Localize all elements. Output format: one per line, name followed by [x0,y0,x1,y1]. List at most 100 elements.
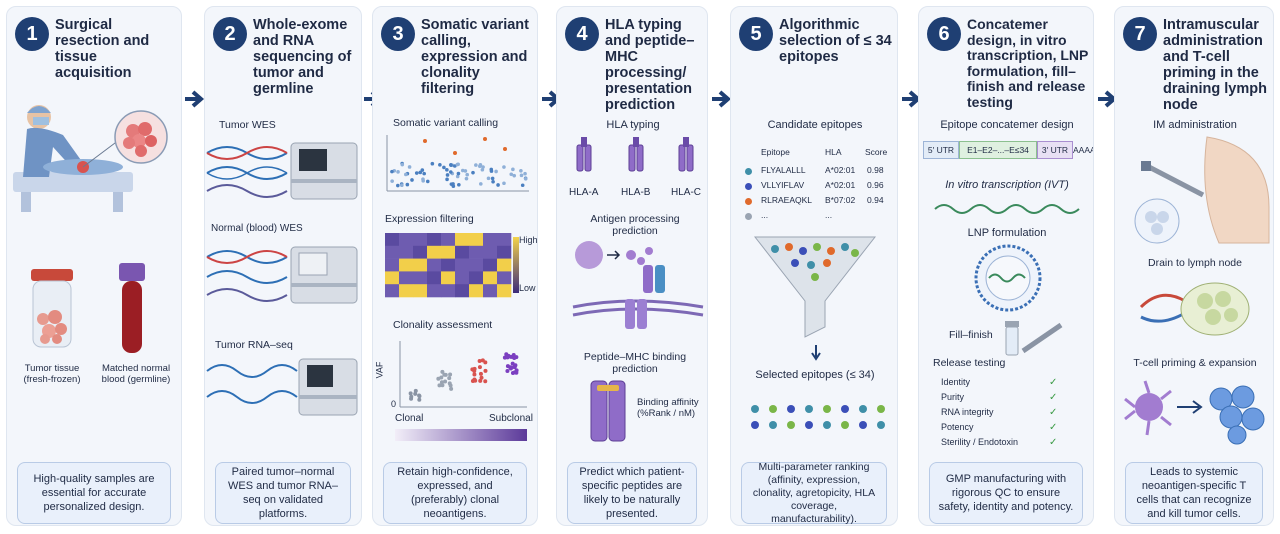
checkmark-icon: ✓ [1049,377,1058,388]
clonality-point [508,354,513,359]
scatter-point [479,182,483,186]
clonality-point [439,380,444,385]
hla-molecules-icon [576,137,694,172]
heatmap-cell [385,258,400,272]
scatter-point [410,178,414,182]
heatmap-cell [497,271,512,285]
heatmap-cell [413,245,428,259]
clonality-point [508,366,513,371]
variant-scatter-plot [386,135,529,192]
clonal-label: Clonal [395,413,424,424]
checkmark-icon: ✓ [1049,392,1058,403]
heatmap-legend [513,237,519,293]
surgeon-illustration [13,105,168,212]
step-number: 4 [565,17,599,51]
heatmap-cell [469,245,484,259]
expression-heatmap [385,233,512,298]
scatter-point [390,179,394,183]
scatter-point [457,182,461,187]
polya-label: AAAA [1073,145,1094,155]
vaf-axis-label: VAF [374,361,385,379]
step-summary: Multi-parameter ranking (affinity, expre… [741,461,887,525]
step-number: 3 [381,17,415,51]
heatmap-cell [427,271,442,285]
clonality-point [447,381,452,386]
scatter-point [519,173,524,178]
checkmark-icon: ✓ [1049,407,1058,418]
table-cell-epitope: VLLYIFLAV [761,180,805,190]
release-test-item: Potency✓ [941,422,1081,436]
heatmap-cell [385,233,400,247]
legend-low-label: Low [519,283,536,293]
table-cell-hla: B*07:02 [825,195,856,205]
dna-sequencer-icon [206,246,358,304]
clonality-point [505,364,510,369]
utr5-box: 5′ UTR [923,141,959,159]
heatmap-cell [399,245,414,259]
clonality-point [436,376,441,381]
heatmap-cell [413,271,428,285]
scatter-point [407,165,412,169]
scatter-point [471,170,475,175]
clonality-point [408,391,413,396]
step-number: 6 [927,17,961,51]
scatter-point [502,165,506,169]
heatmap-cell [385,245,400,259]
binding-prediction-label: Peptide–MHC binding prediction [583,351,687,375]
release-test-label: Identity [941,377,971,387]
clonality-point [510,361,515,366]
concatemer-design-label: Epitope concatemer design [940,119,1074,131]
scatter-point [523,177,528,181]
clonality-point [472,372,477,377]
heatmap-cell [455,245,470,259]
scatter-point [494,169,498,174]
heatmap-cell [497,284,512,298]
heatmap-cell [483,245,498,259]
clonality-point [483,360,488,365]
legend-high-label: High [519,235,538,245]
scatter-point [489,169,494,173]
step-title: Surgical resection and tissue acquisitio… [55,17,150,81]
variant-calling-label: Somatic variant calling [393,117,499,129]
antigen-processing-icon [572,241,704,329]
scatter-point [400,162,405,167]
vaf-zero-label: 0 [391,399,397,409]
step-5-panel: 5 Algorithmic selection of ≤ 34 epitopes… [730,6,898,526]
highlight-point [503,147,507,151]
scatter-point [404,172,408,177]
scatter-point [396,170,400,174]
table-row: ...... [731,210,897,224]
heatmap-cell [455,284,470,298]
highlight-point [423,139,427,143]
t-cell-priming-icon [1124,380,1265,445]
mrna-strand-icon [934,204,1080,214]
binding-affinity-label: Binding affinity (%Rank / nM) [637,397,699,419]
scatter-point [452,164,457,168]
clonality-point [413,388,418,393]
scatter-point [509,172,514,177]
scatter-point [455,174,460,179]
clonality-point [470,367,475,372]
step-6-panel: 6 Concatemer design, in vitro transcript… [918,6,1094,526]
heatmap-cell [483,284,498,298]
heatmap-cell [497,233,512,247]
hla-typing-label: HLA typing [606,119,660,131]
table-cell-hla: A*02:01 [825,180,856,190]
scatter-point [465,172,470,177]
vial-syringe-icon [1005,321,1063,356]
clonality-point [477,358,482,363]
scatter-point [474,163,478,167]
scatter-point [456,171,461,176]
step-summary: GMP manufacturing with rigorous QC to en… [929,462,1083,524]
clonality-point [409,396,414,401]
heatmap-cell [469,233,484,247]
clonality-point [512,370,517,375]
scatter-point [430,161,435,166]
heatmap-cell [497,245,512,259]
step-title: Algorithmic selection of ≤ 34 epitopes [779,17,892,65]
scatter-point [422,171,426,176]
tumor-tissue-label: Tumor tissue (fresh-frozen) [23,363,81,385]
clonality-point [417,394,422,399]
step-number: 1 [15,17,49,51]
